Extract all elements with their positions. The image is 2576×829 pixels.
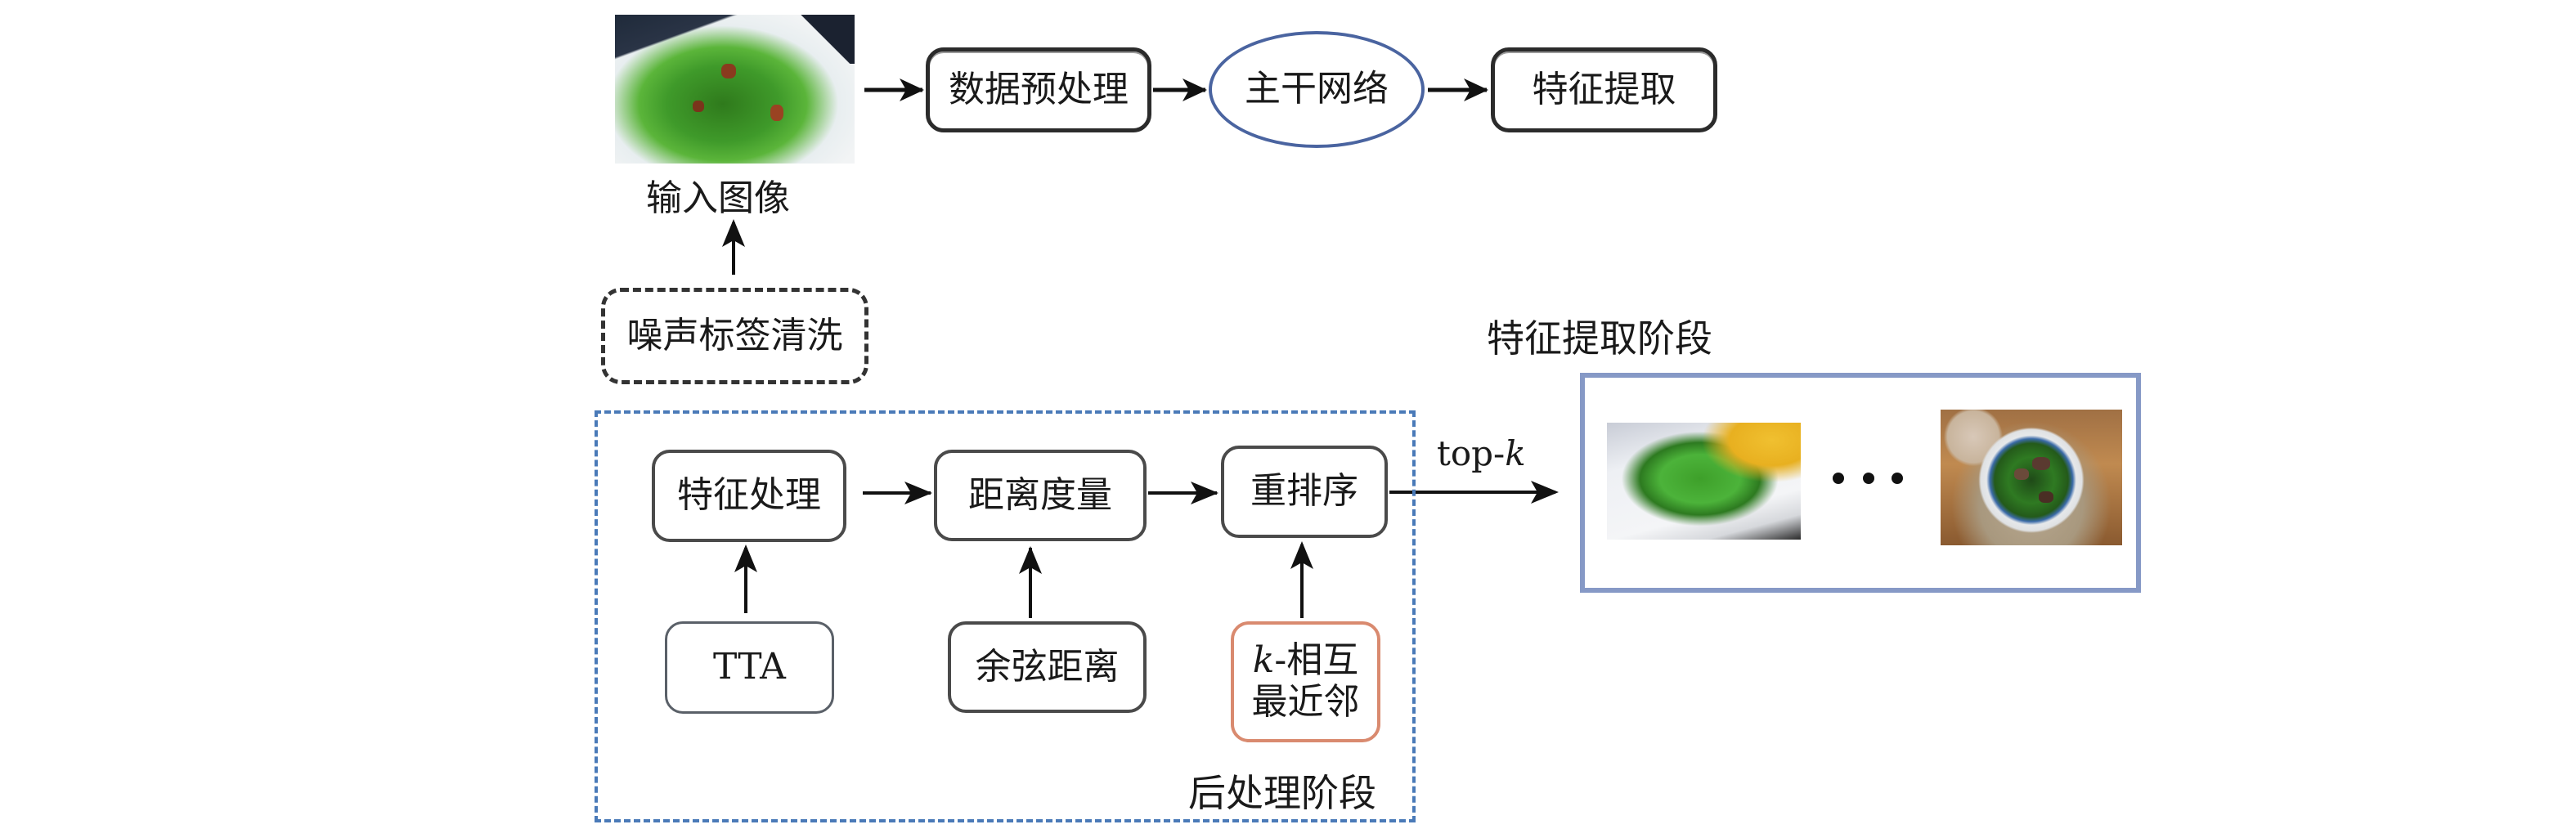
arrow-feature-processing-to-distance <box>863 482 932 504</box>
k-variable: k <box>1252 639 1275 682</box>
reranking-label: 重排序 <box>1250 470 1358 513</box>
ellipsis-dot <box>1863 473 1874 484</box>
feature-extraction-stage-label: 特征提取阶段 <box>1487 316 1712 361</box>
tta-label: TTA <box>713 646 786 688</box>
k-reciprocal-line1-rest: -相互 <box>1274 639 1359 682</box>
arrow-tta-to-feature-processing <box>734 544 757 613</box>
feature-processing-label: 特征处理 <box>677 474 821 517</box>
mushroom-piece <box>2032 457 2050 470</box>
distance-metric-node[interactable]: 距离度量 <box>934 450 1147 541</box>
input-image-plate-shadow <box>797 15 855 64</box>
data-preprocessing-label: 数据预处理 <box>949 68 1129 110</box>
tta-node[interactable]: TTA <box>665 621 834 714</box>
arrow-cosine-to-distance <box>1019 546 1042 618</box>
distance-metric-label: 距离度量 <box>968 473 1112 516</box>
feature-extraction-label: 特征提取 <box>1532 68 1676 110</box>
post-processing-container <box>595 410 1416 822</box>
post-processing-stage-label: 后处理阶段 <box>1188 771 1376 815</box>
input-image-label: 输入图像 <box>646 177 790 219</box>
input-image-garnish <box>693 101 704 112</box>
k-reciprocal-line2: 最近邻 <box>1251 681 1360 723</box>
arrow-image-to-preprocessing <box>864 78 924 101</box>
arrow-k-reciprocal-to-reranking <box>1290 541 1313 618</box>
noise-label-cleaning-node[interactable]: 噪声标签清洗 <box>601 288 868 384</box>
arrow-noise-cleaning-to-input <box>722 219 745 275</box>
arrow-distance-to-reranking <box>1148 482 1218 504</box>
topk-prefix: top- <box>1437 433 1506 473</box>
input-image <box>615 15 855 164</box>
feature-extraction-node[interactable]: 特征提取 <box>1491 47 1717 132</box>
ellipsis-dot <box>1833 473 1844 484</box>
backbone-network-node[interactable]: 主干网络 <box>1209 31 1425 148</box>
k-reciprocal-line1: k-相互 <box>1253 640 1359 682</box>
mushroom-piece <box>2039 491 2053 503</box>
feature-processing-node[interactable]: 特征处理 <box>652 450 846 542</box>
noise-label-cleaning-label: 噪声标签清洗 <box>626 314 843 356</box>
cosine-distance-node[interactable]: 余弦距离 <box>948 621 1147 713</box>
arrow-backbone-to-feature-extraction <box>1428 78 1488 101</box>
backbone-network-label: 主干网络 <box>1245 68 1389 110</box>
reranking-node[interactable]: 重排序 <box>1221 446 1388 538</box>
result-image-1[interactable] <box>1607 423 1801 540</box>
k-reciprocal-nn-node[interactable]: k-相互 最近邻 <box>1231 621 1380 742</box>
mushroom-piece <box>2014 468 2029 480</box>
arrow-reranking-to-results <box>1389 481 1559 504</box>
topk-k-variable: k <box>1505 433 1526 473</box>
ellipsis-dot <box>1892 473 1903 484</box>
result-image-k[interactable] <box>1941 410 2122 545</box>
arrow-preprocessing-to-backbone <box>1153 78 1207 101</box>
input-image-garnish <box>770 105 783 121</box>
cosine-distance-label: 余弦距离 <box>975 645 1120 688</box>
topk-label: top-k <box>1437 433 1526 473</box>
data-preprocessing-node[interactable]: 数据预处理 <box>926 47 1151 132</box>
input-image-garnish <box>721 64 736 78</box>
